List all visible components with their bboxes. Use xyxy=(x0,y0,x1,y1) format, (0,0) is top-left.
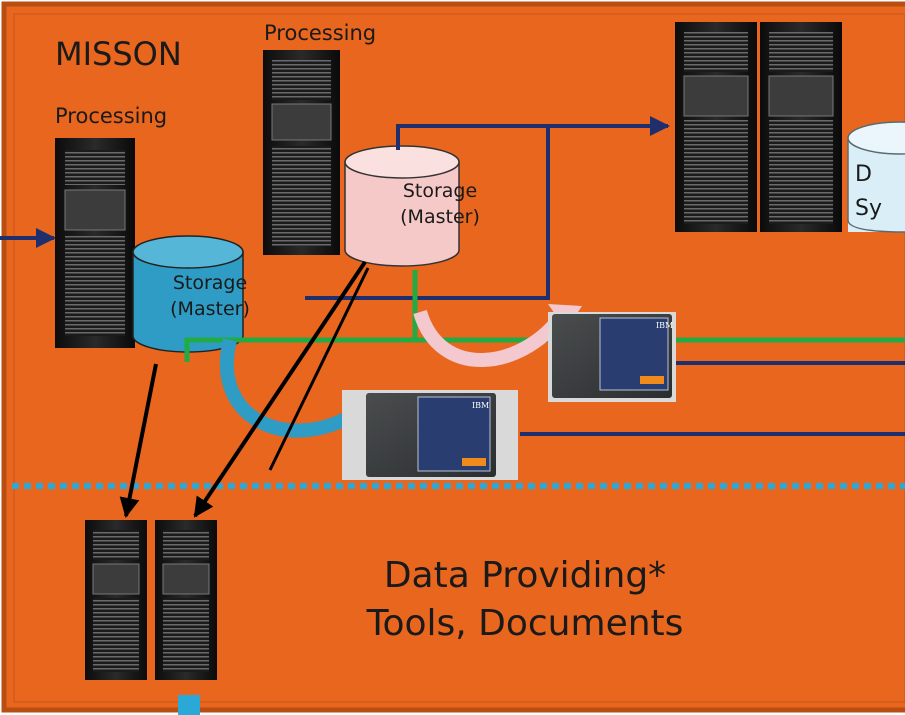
processing-label-left: Processing xyxy=(55,104,168,128)
tape-brand-upper: IBM xyxy=(656,321,673,330)
storage-label-center: Storage (Master) xyxy=(385,178,495,230)
copy-arrow-pink xyxy=(413,309,566,367)
tape-cartridge-icon-upper: IBM xyxy=(548,312,676,402)
arrow-to-bottom-rack-2 xyxy=(193,260,367,518)
storage-cylinder-right xyxy=(847,121,905,233)
distribution-system-label: D Sy xyxy=(855,158,905,226)
connector-block xyxy=(178,695,200,715)
server-rack-icon-right-1 xyxy=(675,22,757,232)
data-providing-line1: Data Providing* xyxy=(383,555,667,596)
arrow-to-bottom-rack-1 xyxy=(119,363,158,518)
server-rack-icon-left xyxy=(55,138,135,348)
server-rack-icon-center xyxy=(263,50,340,255)
storage-left-line1: Storage xyxy=(172,272,248,294)
arrow-to-bottom-rack-3 xyxy=(268,267,370,471)
storage-label-left: Storage (Master) xyxy=(160,270,260,322)
inner-frame xyxy=(13,13,905,703)
storage-center-line1: Storage xyxy=(402,180,478,202)
data-providing-label: Data Providing* Tools, Documents xyxy=(300,552,750,648)
processing-label-center: Processing xyxy=(264,21,377,45)
tape-brand-lower: IBM xyxy=(472,401,489,410)
storage-left-line2: (Master) xyxy=(170,298,250,320)
mission-title: MISSON xyxy=(55,35,182,73)
data-providing-line2: Tools, Documents xyxy=(366,603,684,644)
server-rack-icon-bottom-1 xyxy=(85,520,147,680)
tape-cartridge-icon-lower: IBM xyxy=(342,390,518,480)
copy-arrow-blue xyxy=(219,338,362,438)
storage-center-line2: (Master) xyxy=(400,206,480,228)
storage-cylinder-center xyxy=(344,145,460,267)
distribution-line1: D xyxy=(855,162,872,187)
navy-connectors xyxy=(305,116,905,436)
storage-cylinder-left xyxy=(132,235,244,353)
distribution-line2: Sy xyxy=(855,196,882,221)
server-rack-icon-right-2 xyxy=(760,22,842,232)
server-rack-icon-bottom-2 xyxy=(155,520,217,680)
